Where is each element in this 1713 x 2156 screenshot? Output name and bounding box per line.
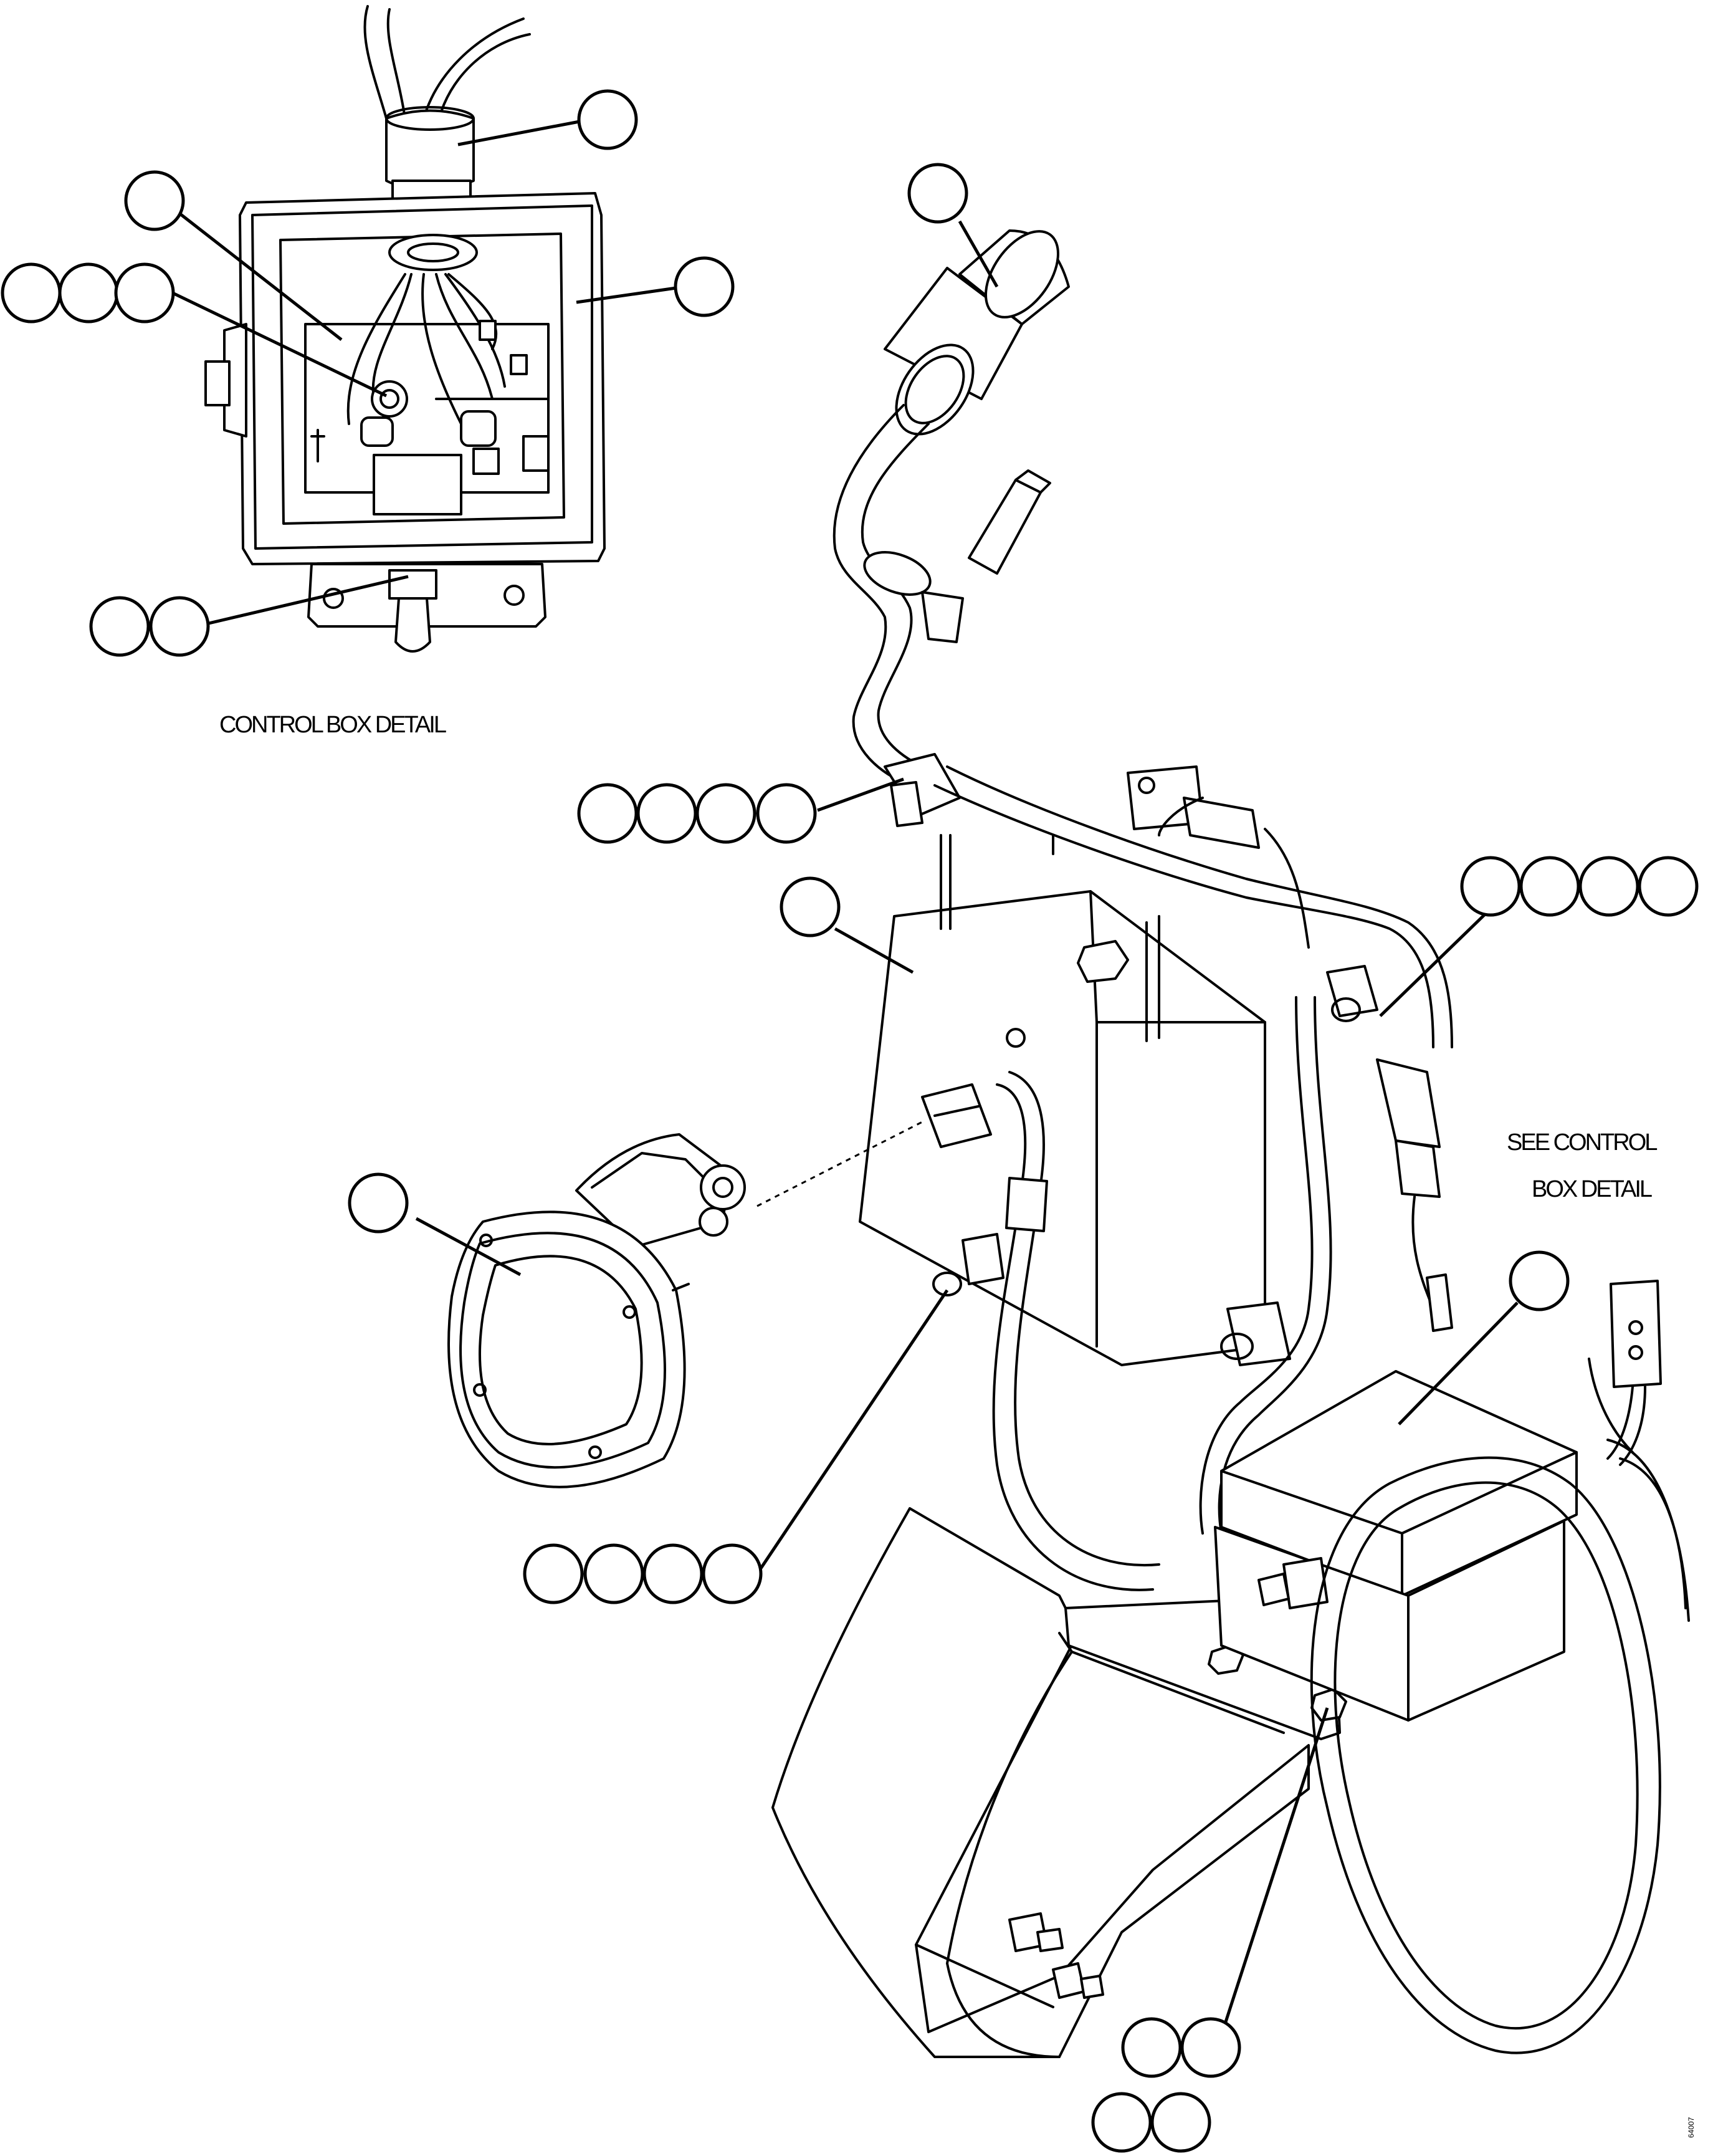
control-box-detail-caption: CONTROL BOX DETAIL [219, 712, 446, 738]
see-control-label-line1: SEE CONTROL [1507, 1129, 1657, 1156]
see-control-label-line2: BOX DETAIL [1532, 1176, 1652, 1202]
control-box [204, 5, 606, 653]
control-box-callouts [1, 89, 735, 657]
drawing-number: 64007 [1687, 2117, 1696, 2138]
main-assembly [447, 229, 1690, 2058]
main-assembly-callouts [348, 163, 1699, 2153]
